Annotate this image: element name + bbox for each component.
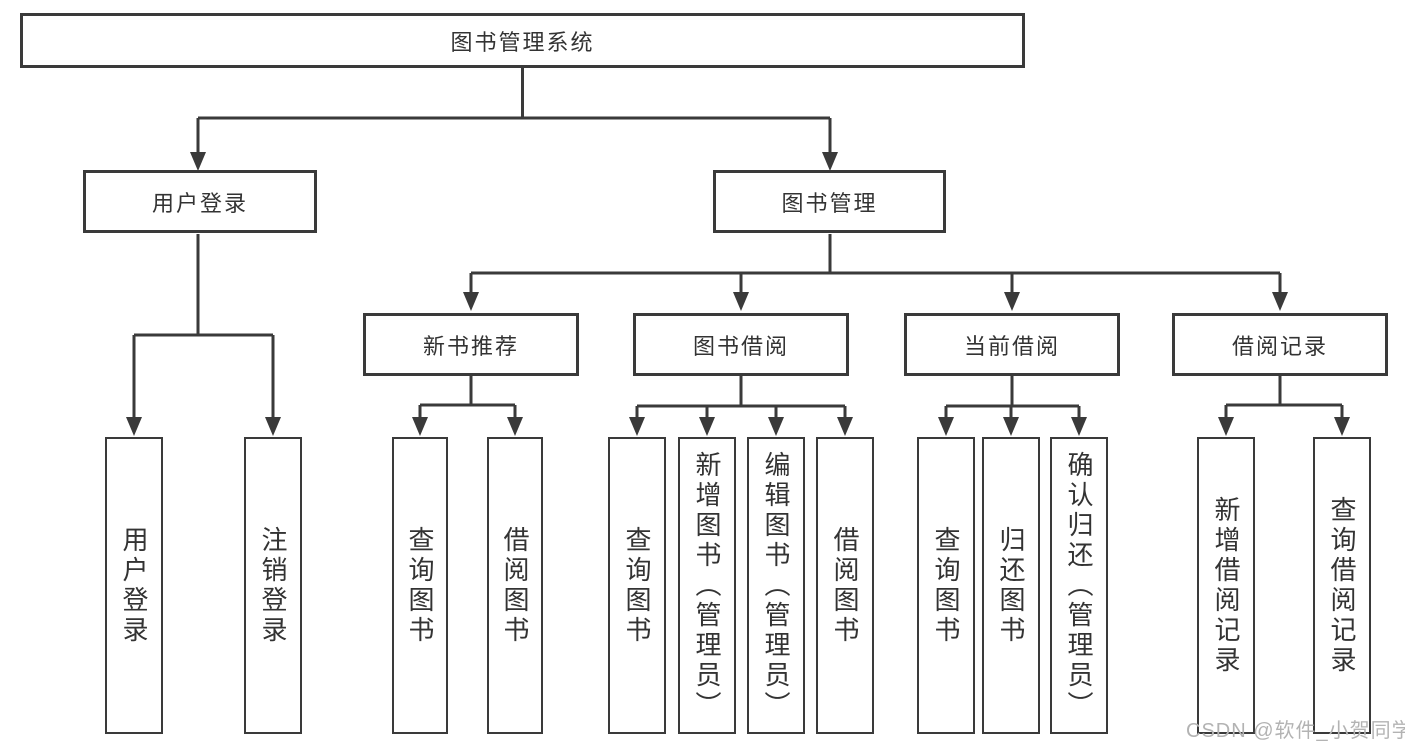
- connector-current-branch: [944, 376, 1081, 417]
- connector-borrow-branch: [635, 376, 847, 417]
- node-book-borrow-label: 图书借阅: [692, 333, 789, 359]
- leaf-query-books-current: 查询图书: [917, 437, 975, 734]
- leaf-borrow-books-recommend: 借阅图书: [487, 437, 543, 734]
- leaf-add-borrow-record: 新增借阅记录: [1197, 437, 1255, 734]
- leaf-query-borrow-record-label: 查询借阅记录: [1327, 495, 1357, 676]
- node-user-login: 用户登录: [83, 170, 317, 233]
- node-current-borrow: 当前借阅: [904, 313, 1120, 376]
- leaf-add-books-admin-label: 新增图书（管理员）: [692, 450, 722, 721]
- node-current-borrow-label: 当前借阅: [963, 333, 1060, 359]
- leaf-query-books-recommend: 查询图书: [392, 437, 448, 734]
- arrowheads: [126, 152, 1350, 436]
- connector-root-to-level2: [196, 68, 832, 152]
- leaf-return-books-label: 归还图书: [996, 525, 1026, 646]
- connector-user-login-branch: [132, 234, 275, 417]
- node-new-book-recommend-label: 新书推荐: [422, 333, 519, 359]
- leaf-confirm-return-admin-label: 确认归还（管理员）: [1064, 450, 1094, 721]
- csdn-watermark: CSDN @软件_小贺同学: [1186, 720, 1405, 742]
- leaf-query-borrow-record: 查询借阅记录: [1313, 437, 1371, 734]
- leaf-user-login-label: 用户登录: [119, 525, 149, 646]
- leaf-return-books: 归还图书: [982, 437, 1040, 734]
- node-library-system-label: 图书管理系统: [450, 29, 595, 55]
- node-borrow-records-label: 借阅记录: [1231, 333, 1328, 359]
- leaf-confirm-return-admin: 确认归还（管理员）: [1050, 437, 1108, 734]
- node-new-book-recommend: 新书推荐: [363, 313, 579, 376]
- connector-new-book-branch: [418, 376, 517, 417]
- node-library-system: 图书管理系统: [20, 13, 1025, 68]
- leaf-logout-login-label: 注销登录: [258, 525, 288, 646]
- node-borrow-records: 借阅记录: [1172, 313, 1388, 376]
- leaf-borrow-books-recommend-label: 借阅图书: [500, 525, 530, 646]
- leaf-edit-books-admin-label: 编辑图书（管理员）: [761, 450, 791, 721]
- leaf-user-login: 用户登录: [105, 437, 163, 734]
- connector-book-mgmt-branch: [469, 234, 1282, 292]
- node-book-borrow: 图书借阅: [633, 313, 849, 376]
- leaf-query-books-current-label: 查询图书: [931, 525, 961, 646]
- leaf-logout-login: 注销登录: [244, 437, 302, 734]
- node-user-login-label: 用户登录: [151, 190, 248, 216]
- connector-record-branch: [1224, 376, 1344, 417]
- leaf-add-borrow-record-label: 新增借阅记录: [1211, 495, 1241, 676]
- leaf-edit-books-admin: 编辑图书（管理员）: [747, 437, 805, 734]
- leaf-borrow-books-label: 借阅图书: [830, 525, 860, 646]
- leaf-borrow-books: 借阅图书: [816, 437, 874, 734]
- node-book-management-label: 图书管理: [781, 190, 878, 216]
- leaf-query-books-borrow: 查询图书: [608, 437, 666, 734]
- leaf-add-books-admin: 新增图书（管理员）: [678, 437, 736, 734]
- leaf-query-books-borrow-label: 查询图书: [622, 525, 652, 646]
- node-book-management: 图书管理: [713, 170, 946, 233]
- leaf-query-books-recommend-label: 查询图书: [405, 525, 435, 646]
